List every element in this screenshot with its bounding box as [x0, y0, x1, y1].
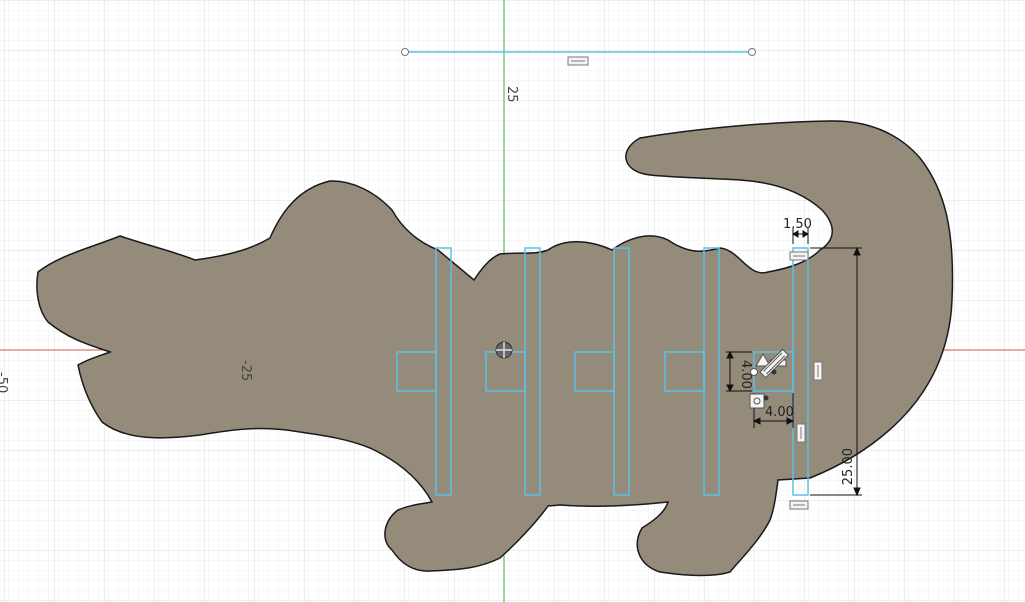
horizontal-constraint-icon[interactable] — [789, 251, 809, 261]
horizontal-constraint-icon[interactable] — [789, 500, 809, 510]
vertical-constraint-icon[interactable] — [796, 423, 806, 443]
dimension-slot-height-value[interactable]: 25.00 — [841, 448, 856, 485]
square-3[interactable] — [574, 351, 615, 392]
sketch-point[interactable] — [771, 369, 777, 375]
equal-constraint-icon[interactable] — [759, 348, 789, 379]
sketch-point[interactable] — [748, 48, 756, 56]
dimension-gap-width[interactable] — [792, 228, 809, 244]
square-4[interactable] — [664, 351, 705, 392]
axis-label-x-edge: -50 — [0, 372, 9, 393]
square-1[interactable] — [396, 351, 437, 392]
dimension-slot-height[interactable] — [810, 246, 862, 497]
dimension-square-height[interactable] — [726, 350, 752, 393]
dimension-gap-width-value[interactable]: 1.50 — [783, 217, 812, 232]
vertical-constraint-icon[interactable] — [813, 361, 823, 381]
origin-marker-icon[interactable] — [495, 341, 513, 359]
alligator-profile[interactable] — [36, 120, 954, 577]
axis-label-y: 25 — [504, 86, 519, 103]
sketch-point[interactable] — [750, 368, 758, 376]
coincident-constraint-icon[interactable] — [749, 393, 765, 409]
dimension-square-width-value[interactable]: 4.00 — [765, 405, 794, 420]
horizontal-constraint-icon[interactable] — [567, 56, 589, 66]
sketch-point[interactable] — [401, 48, 409, 56]
sketch-line-top[interactable] — [401, 48, 756, 66]
sketch-point[interactable] — [763, 395, 769, 401]
dimension-square-width[interactable] — [752, 393, 795, 428]
dimension-square-height-value[interactable]: 4.00 — [738, 360, 753, 389]
axis-label-x: -25 — [238, 360, 253, 381]
